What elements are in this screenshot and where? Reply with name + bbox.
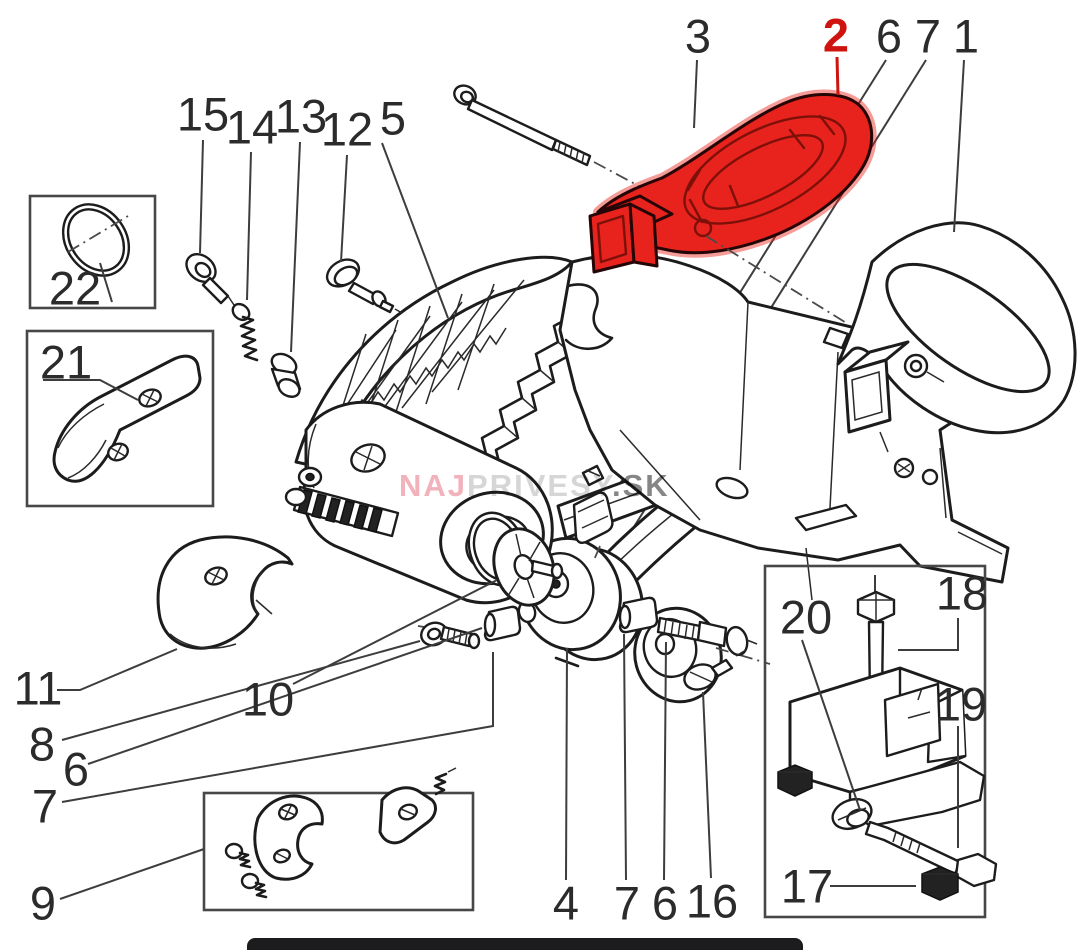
- part-label-part-21[interactable]: 21: [39, 335, 93, 389]
- bushing-part13: [270, 352, 302, 398]
- spring-part14: [231, 302, 259, 362]
- part-label-part-18[interactable]: 18: [935, 566, 989, 620]
- inset-box-22: [28, 194, 157, 310]
- cap-part11: [156, 535, 294, 650]
- part-label-part-15[interactable]: 15: [176, 87, 230, 141]
- inset-box-9: [202, 767, 475, 912]
- bolt-part3: [453, 84, 651, 193]
- part-label-part-17[interactable]: 17: [780, 859, 834, 913]
- part-label-part-14[interactable]: 14: [225, 100, 279, 154]
- white-handle-part1: [836, 221, 1077, 453]
- part-label-part-3[interactable]: 3: [684, 9, 712, 63]
- stud-above-disc: [572, 464, 614, 561]
- fastener-row: [417, 596, 771, 691]
- part-label-part-6-top[interactable]: 6: [875, 9, 903, 63]
- highlighted-handle-part2[interactable]: [588, 89, 877, 274]
- part-label-part-22[interactable]: 22: [48, 261, 102, 315]
- part-label-part-16[interactable]: 16: [685, 874, 739, 928]
- part-label-part-19[interactable]: 19: [934, 677, 988, 731]
- part-label-part-11[interactable]: 11: [13, 661, 63, 715]
- part-label-part-1[interactable]: 1: [952, 9, 980, 63]
- part-label-part-4[interactable]: 4: [552, 876, 580, 930]
- part-label-part-7-left[interactable]: 7: [31, 779, 59, 833]
- part-label-part-2[interactable]: 2: [822, 8, 850, 62]
- part-label-part-10[interactable]: 10: [241, 672, 295, 726]
- leader-lines: [43, 56, 965, 900]
- inset-box-21: [25, 329, 215, 508]
- pin-part12: [325, 258, 403, 314]
- part-label-part-20[interactable]: 20: [779, 590, 833, 644]
- part-label-part-6-left[interactable]: 6: [62, 742, 90, 796]
- part-label-part-9[interactable]: 9: [29, 876, 57, 930]
- watermark-segment-2: PRIVESY: [467, 468, 612, 503]
- part-label-part-8[interactable]: 8: [28, 717, 56, 771]
- washer-ring-pair: [467, 511, 564, 607]
- watermark-segment-3: .SK: [611, 468, 670, 503]
- hatched-rod: [284, 485, 400, 538]
- part-label-part-12[interactable]: 12: [320, 102, 374, 156]
- watermark: NAJPRIVESY.SK: [399, 468, 670, 504]
- inset-box-17-20: [763, 564, 998, 919]
- watermark-segment-1: NAJ: [399, 468, 468, 503]
- part-label-part-13[interactable]: 13: [274, 89, 328, 143]
- part-label-part-6-bottom[interactable]: 6: [651, 876, 679, 930]
- screw-part15: [185, 253, 235, 306]
- part-label-part-7-bottom[interactable]: 7: [613, 876, 641, 930]
- assembly-axes: [705, 235, 849, 325]
- part-label-part-5[interactable]: 5: [379, 91, 407, 145]
- damper-disc: [517, 536, 644, 668]
- part-label-part-7-top[interactable]: 7: [914, 9, 942, 63]
- bottom-scrollbar[interactable]: [247, 938, 803, 950]
- cover-bracket: [558, 253, 1010, 601]
